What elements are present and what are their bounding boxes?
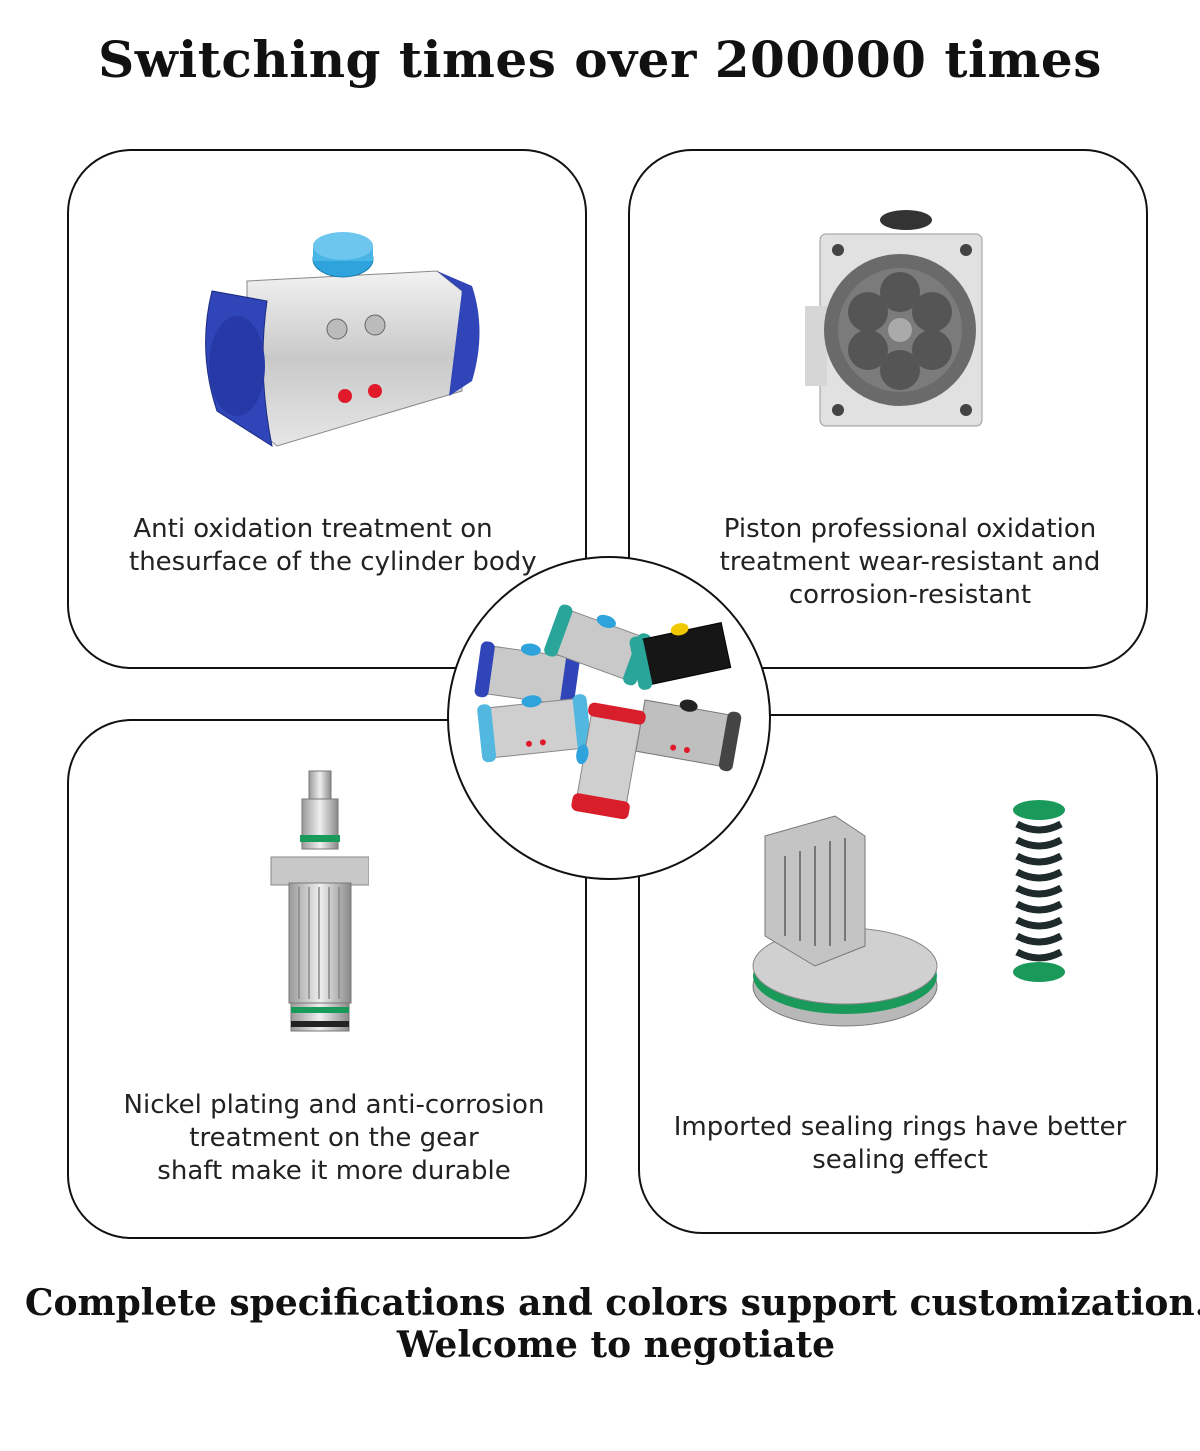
aluminum-piston-housing-image bbox=[805, 210, 983, 427]
caption-line: Anti oxidation treatment on bbox=[133, 514, 493, 544]
caption-line: treatment on the gear bbox=[189, 1123, 479, 1153]
caption-line: Piston professional oxidation bbox=[723, 514, 1097, 544]
center-product-circle bbox=[447, 556, 771, 880]
caption-line: Nickel plating and anti-corrosion bbox=[123, 1090, 545, 1120]
footer-message: Complete specifications and colors suppo… bbox=[0, 1282, 1200, 1366]
feature-card-cylinder-body: Anti oxidation treatment on thesurface o… bbox=[67, 149, 587, 669]
nickel-gear-shaft-image bbox=[270, 770, 369, 1032]
feature-card-piston: Piston professional oxidation treatment … bbox=[628, 149, 1148, 669]
caption-line: corrosion-resistant bbox=[788, 580, 1032, 610]
caption-line: sealing effect bbox=[812, 1145, 988, 1175]
caption-line: Imported sealing rings have better bbox=[673, 1112, 1127, 1142]
caption-sealing-rings: Imported sealing rings have better seali… bbox=[660, 1111, 1140, 1177]
caption-gear-shaft: Nickel plating and anti-corrosion treatm… bbox=[109, 1089, 559, 1188]
caption-line: shaft make it more durable bbox=[157, 1156, 511, 1186]
feature-card-sealing-rings: Imported sealing rings have better seali… bbox=[638, 714, 1158, 1234]
caption-cylinder-body: Anti oxidation treatment on thesurface o… bbox=[129, 513, 537, 579]
page-title: Switching times over 200000 times bbox=[98, 30, 1102, 89]
footer-line-customization: Complete specifications and colors suppo… bbox=[24, 1282, 1200, 1324]
caption-line: thesurface of the cylinder body bbox=[129, 547, 537, 577]
piston-and-spring-image bbox=[752, 800, 1065, 1027]
caption-line: treatment wear-resistant and bbox=[719, 547, 1101, 577]
caption-piston: Piston professional oxidation treatment … bbox=[700, 513, 1120, 612]
blue-pneumatic-actuator-image bbox=[205, 232, 480, 448]
colored-actuators-group-image bbox=[474, 604, 742, 820]
footer-line-negotiate: Welcome to negotiate bbox=[396, 1324, 836, 1366]
